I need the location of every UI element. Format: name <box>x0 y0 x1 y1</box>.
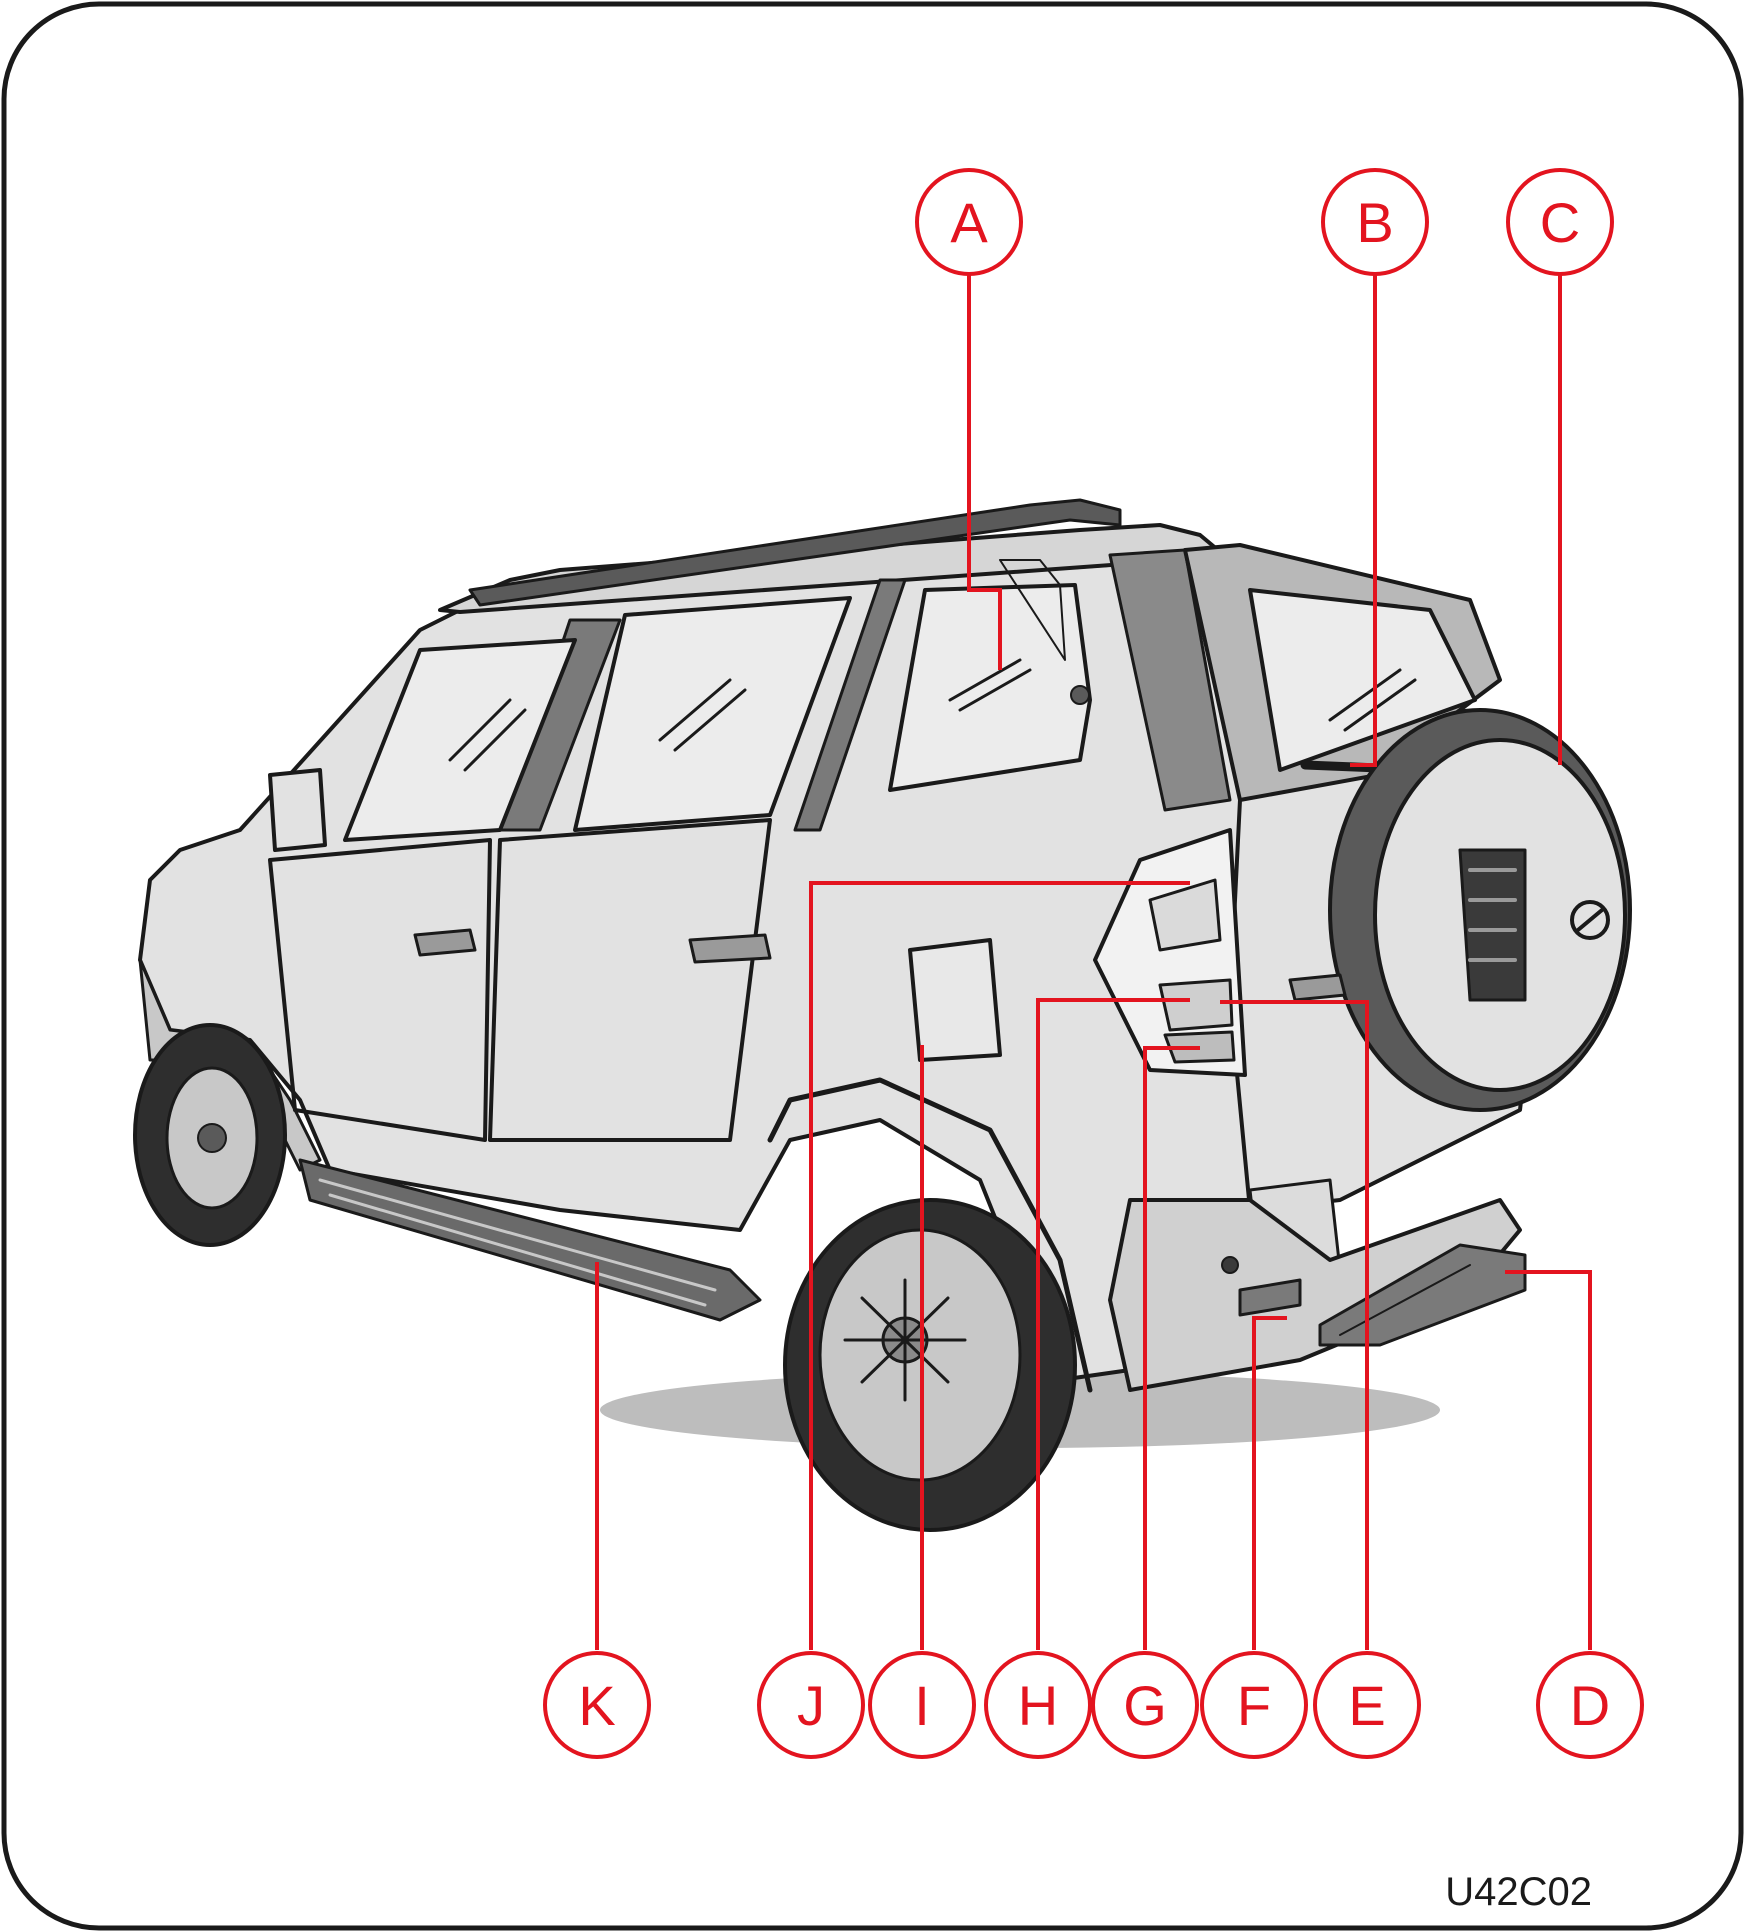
callout-i: I <box>868 1651 976 1759</box>
rear-door-window <box>573 596 852 832</box>
fuel-flap <box>908 938 1002 1062</box>
rear-window <box>1248 588 1477 772</box>
callout-f-label: F <box>1237 1674 1271 1737</box>
callout-c: C <box>1506 168 1614 276</box>
callout-d-label: D <box>1570 1674 1610 1737</box>
suv-illustration <box>133 498 1632 1532</box>
callout-k: K <box>543 1651 651 1759</box>
callout-g-label: G <box>1123 1674 1167 1737</box>
rear-wheel <box>783 1198 1077 1532</box>
roof-rail <box>468 498 1122 607</box>
spare-wheel <box>1328 708 1632 1112</box>
callout-c-label: C <box>1540 191 1580 254</box>
leader-line-f <box>1252 1316 1287 1650</box>
front-door-window <box>343 638 577 842</box>
leader-line-j <box>809 881 1190 1650</box>
callout-h: H <box>984 1651 1092 1759</box>
callout-g: G <box>1091 1651 1199 1759</box>
callout-j-label: J <box>797 1674 825 1737</box>
roof <box>438 523 1232 614</box>
callout-j: J <box>757 1651 865 1759</box>
callout-e: E <box>1313 1651 1421 1759</box>
leader-line-g <box>1143 1046 1200 1650</box>
leader-line-b <box>1350 265 1377 767</box>
rear-door-handle <box>688 933 772 964</box>
figure-code: U42C02 <box>1445 1870 1592 1914</box>
callout-b: B <box>1321 168 1429 276</box>
callout-k-label: K <box>578 1674 615 1737</box>
leader-line-h <box>1036 998 1190 1650</box>
callout-h-label: H <box>1018 1674 1058 1737</box>
side-mirror <box>268 768 327 852</box>
front-door-handle <box>413 928 477 957</box>
callout-b-label: B <box>1356 191 1393 254</box>
callout-a: A <box>915 168 1023 276</box>
callout-f: F <box>1200 1651 1308 1759</box>
callout-i-label: I <box>914 1674 930 1737</box>
leader-line-a <box>967 265 1002 670</box>
callout-a-label: A <box>950 191 988 254</box>
rear-step <box>1318 1243 1527 1347</box>
callout-d: D <box>1536 1651 1644 1759</box>
quarter-window <box>888 583 1092 792</box>
callouts: A B C D E F G H <box>543 168 1644 1759</box>
callout-leader-lines <box>595 265 1592 1650</box>
leader-line-d <box>1505 1270 1592 1650</box>
callout-e-label: E <box>1348 1674 1385 1737</box>
front-wheel <box>133 1023 287 1247</box>
leader-line-e <box>1220 1000 1369 1650</box>
